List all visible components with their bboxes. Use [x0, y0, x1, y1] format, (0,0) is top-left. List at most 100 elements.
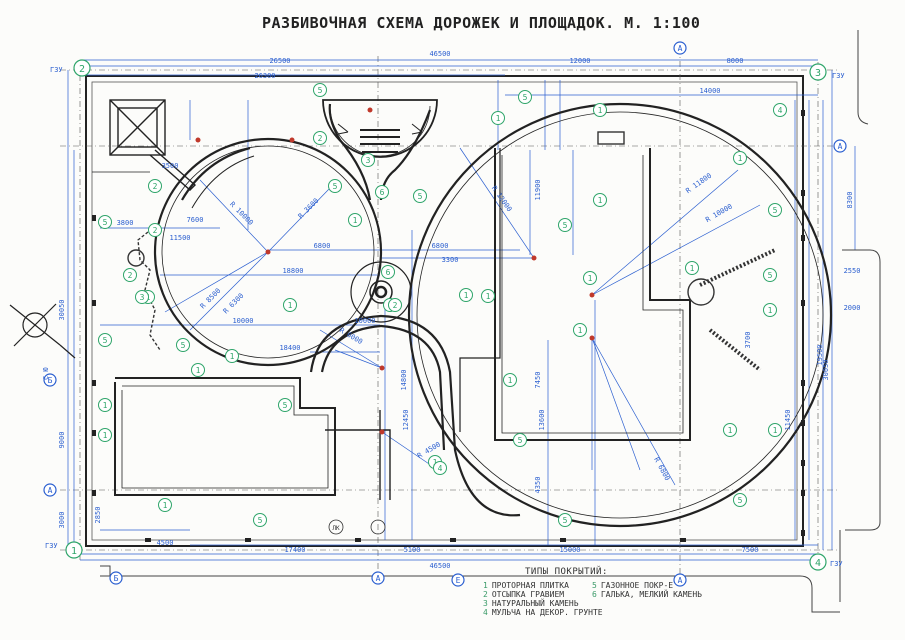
svg-text:1: 1 [288, 301, 293, 310]
surface-marker-4: 4 [773, 103, 787, 117]
surface-marker-1: 1 [225, 349, 239, 363]
surface-marker-1: 1 [481, 289, 495, 303]
boundary-posts [92, 110, 805, 542]
surface-marker-5: 5 [763, 268, 777, 282]
surface-marker-1: 1 [348, 213, 362, 227]
surface-marker-1: 1 [593, 193, 607, 207]
surface-marker-3: 3 [361, 153, 375, 167]
surface-marker-6: 6 [381, 265, 395, 279]
surface-marker-1: 1 [491, 111, 505, 125]
axis-label-a-right: А [838, 142, 843, 151]
surface-marker-1: 1 [733, 151, 747, 165]
axis-label-b-left: Б [48, 376, 53, 385]
surface-marker-2: 2 [313, 131, 327, 145]
svg-text:5: 5 [333, 182, 338, 191]
surface-marker-1: 1 [768, 423, 782, 437]
surface-marker-5: 5 [98, 215, 112, 229]
axis-label-b-bottom: Б [114, 574, 119, 583]
svg-text:5: 5 [563, 516, 568, 525]
axis-bubbles [43, 41, 847, 587]
svg-text:5: 5 [418, 192, 423, 201]
svg-text:1: 1 [738, 154, 743, 163]
svg-text:5: 5 [773, 206, 778, 215]
top-semicircle [322, 99, 438, 158]
svg-text:3: 3 [366, 156, 371, 165]
site-boundary-inner [91, 81, 798, 541]
svg-text:1: 1 [508, 376, 513, 385]
left-circle-inner [161, 145, 375, 359]
surface-marker-4: 4 [433, 461, 447, 475]
surface-marker-5: 5 [558, 513, 572, 527]
svg-text:1: 1 [598, 106, 603, 115]
stone-borders [127, 131, 776, 372]
dim-d_7450: 7450 [534, 372, 542, 389]
dim-d_4350: 4350 [534, 477, 542, 494]
svg-text:1: 1 [486, 292, 491, 301]
svg-text:1: 1 [773, 426, 778, 435]
fountain-outer [350, 261, 412, 323]
legend-item-label: МУЛЬЧА НА ДЕКОР. ГРУНТЕ [491, 608, 603, 617]
compass-label: С Ю [42, 367, 50, 380]
surface-marker-5: 5 [768, 203, 782, 217]
surface-marker-1: 1 [283, 298, 297, 312]
dim-d_18800: 18800 [282, 267, 303, 275]
svg-text:1: 1 [496, 114, 501, 123]
site-boundary [85, 75, 804, 547]
dim-d_2000: 2000 [844, 304, 861, 312]
rect-paths [92, 148, 691, 500]
dim-d_26500: 26500 [269, 57, 290, 65]
dim-d_6800b: 6800 [432, 242, 449, 250]
svg-text:4: 4 [438, 464, 443, 473]
dim-d_14000: 14000 [699, 87, 720, 95]
right-rect-path [494, 148, 691, 441]
surface-marker-5: 5 [513, 433, 527, 447]
svg-text:2: 2 [393, 301, 398, 310]
gzu-label-tr: ГЗУ [832, 72, 845, 80]
surface-marker-1: 1 [573, 323, 587, 337]
svg-text:1: 1 [103, 431, 108, 440]
svg-text:1: 1 [768, 306, 773, 315]
svg-text:6: 6 [380, 188, 385, 197]
north-arrow [9, 303, 76, 359]
svg-text:5: 5 [738, 496, 743, 505]
legend-item-label: ОТСЫПКА ГРАВИЕМ [491, 590, 565, 599]
svg-text:2: 2 [128, 271, 133, 280]
dim-d_8300: 8300 [846, 192, 854, 209]
axis-label-2: 2 [79, 64, 85, 75]
svg-text:2: 2 [153, 226, 158, 235]
svg-text:4: 4 [778, 106, 783, 115]
axis-label-a-mid: А [376, 574, 381, 583]
legend-item-label: НАТУРАЛЬНЫЙ КАМЕНЬ [491, 599, 579, 608]
dim-d_15000: 15000 [559, 546, 580, 554]
legend-item-label: ГАЛЬКА, МЕЛКИЙ КАМЕНЬ [600, 590, 702, 599]
svg-text:5: 5 [563, 221, 568, 230]
svg-text:1: 1 [353, 216, 358, 225]
legend-item-number: 4 [483, 608, 488, 617]
right-circle-path [407, 102, 833, 528]
svg-text:1: 1 [196, 366, 201, 375]
dim-d_11500: 11500 [169, 234, 190, 242]
legend-item-label: ГАЗОННОЕ ПОКР-Е [600, 581, 674, 590]
svg-text:5: 5 [103, 336, 108, 345]
axis-lines [60, 48, 840, 585]
dim-right_30050: 30050 [822, 359, 830, 380]
dim-d_6800a: 6800 [314, 242, 331, 250]
surface-marker-1: 1 [583, 271, 597, 285]
axis-label-a-top: A [678, 44, 683, 53]
dim-d_7600: 7600 [187, 216, 204, 224]
dim-d_4500: 4500 [157, 539, 174, 547]
svg-text:5: 5 [181, 341, 186, 350]
surface-marker-2: 2 [123, 268, 137, 282]
dim-d_3800: 3800 [117, 219, 134, 227]
fountain-ring [369, 280, 393, 304]
dim-left_30050: 30050 [58, 299, 66, 320]
svg-text:2: 2 [153, 182, 158, 191]
surface-marker-5: 5 [328, 179, 342, 193]
lk-label: ЛК [332, 525, 340, 532]
surface-marker-5: 5 [413, 189, 427, 203]
surface-marker-2: 2 [388, 298, 402, 312]
dim-d_10000a: 10000 [232, 317, 253, 325]
